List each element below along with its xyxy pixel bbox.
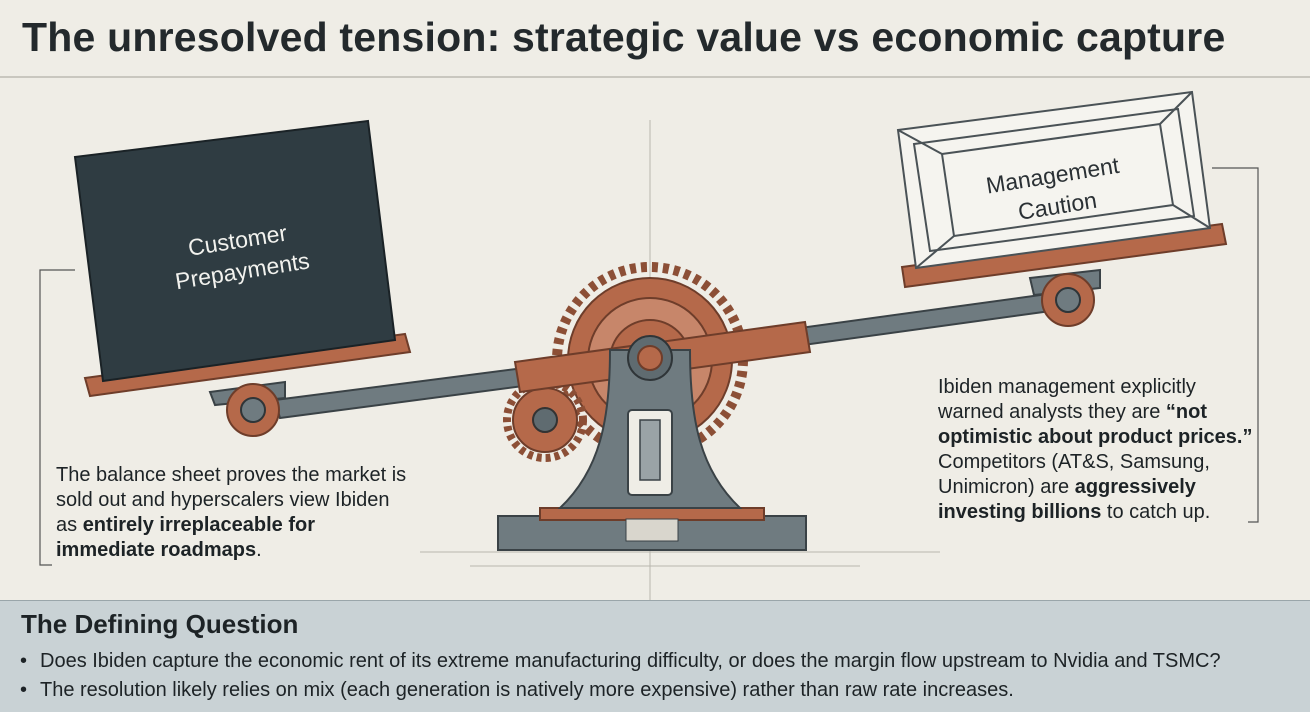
customer-prepayments-block <box>73 119 397 383</box>
right-note-text-1: Ibiden management explicitly warned anal… <box>938 376 1196 423</box>
left-note-emphasis: entirely irreplaceable for immediate roa… <box>56 514 316 561</box>
management-caution-block <box>896 90 1212 270</box>
left-note-end: . <box>256 539 262 561</box>
question-title: The Defining Question <box>21 609 299 639</box>
question-bullet: Does Ibiden capture the economic rent of… <box>20 647 1221 676</box>
scale-stand <box>497 335 807 551</box>
left-note-text: The balance sheet proves the market is s… <box>56 464 407 536</box>
question-bullet: The resolution likely relies on mix (eac… <box>20 676 1221 705</box>
page-title: The unresolved tension: strategic value … <box>22 14 1226 60</box>
defining-question-panel: The Defining Question Does Ibiden captur… <box>0 600 1310 712</box>
right-note-text-2: Competitors (AT&S, Samsung, Unimicron) a… <box>938 451 1210 498</box>
balance-scale-illustration <box>39 90 1259 600</box>
right-note: Ibiden management explicitly warned anal… <box>938 375 1258 525</box>
left-note: The balance sheet proves the market is s… <box>56 463 416 563</box>
right-note-text-3: to catch up. <box>1101 501 1211 523</box>
small-gear-icon <box>503 378 587 462</box>
right-note-emphasis: aggressively investing billions <box>938 476 1196 523</box>
title-bar: The unresolved tension: strategic value … <box>0 0 1310 78</box>
right-note-quote: “not optimistic about product prices.” <box>938 401 1253 448</box>
question-bullet-list: Does Ibiden capture the economic rent of… <box>20 647 1221 705</box>
